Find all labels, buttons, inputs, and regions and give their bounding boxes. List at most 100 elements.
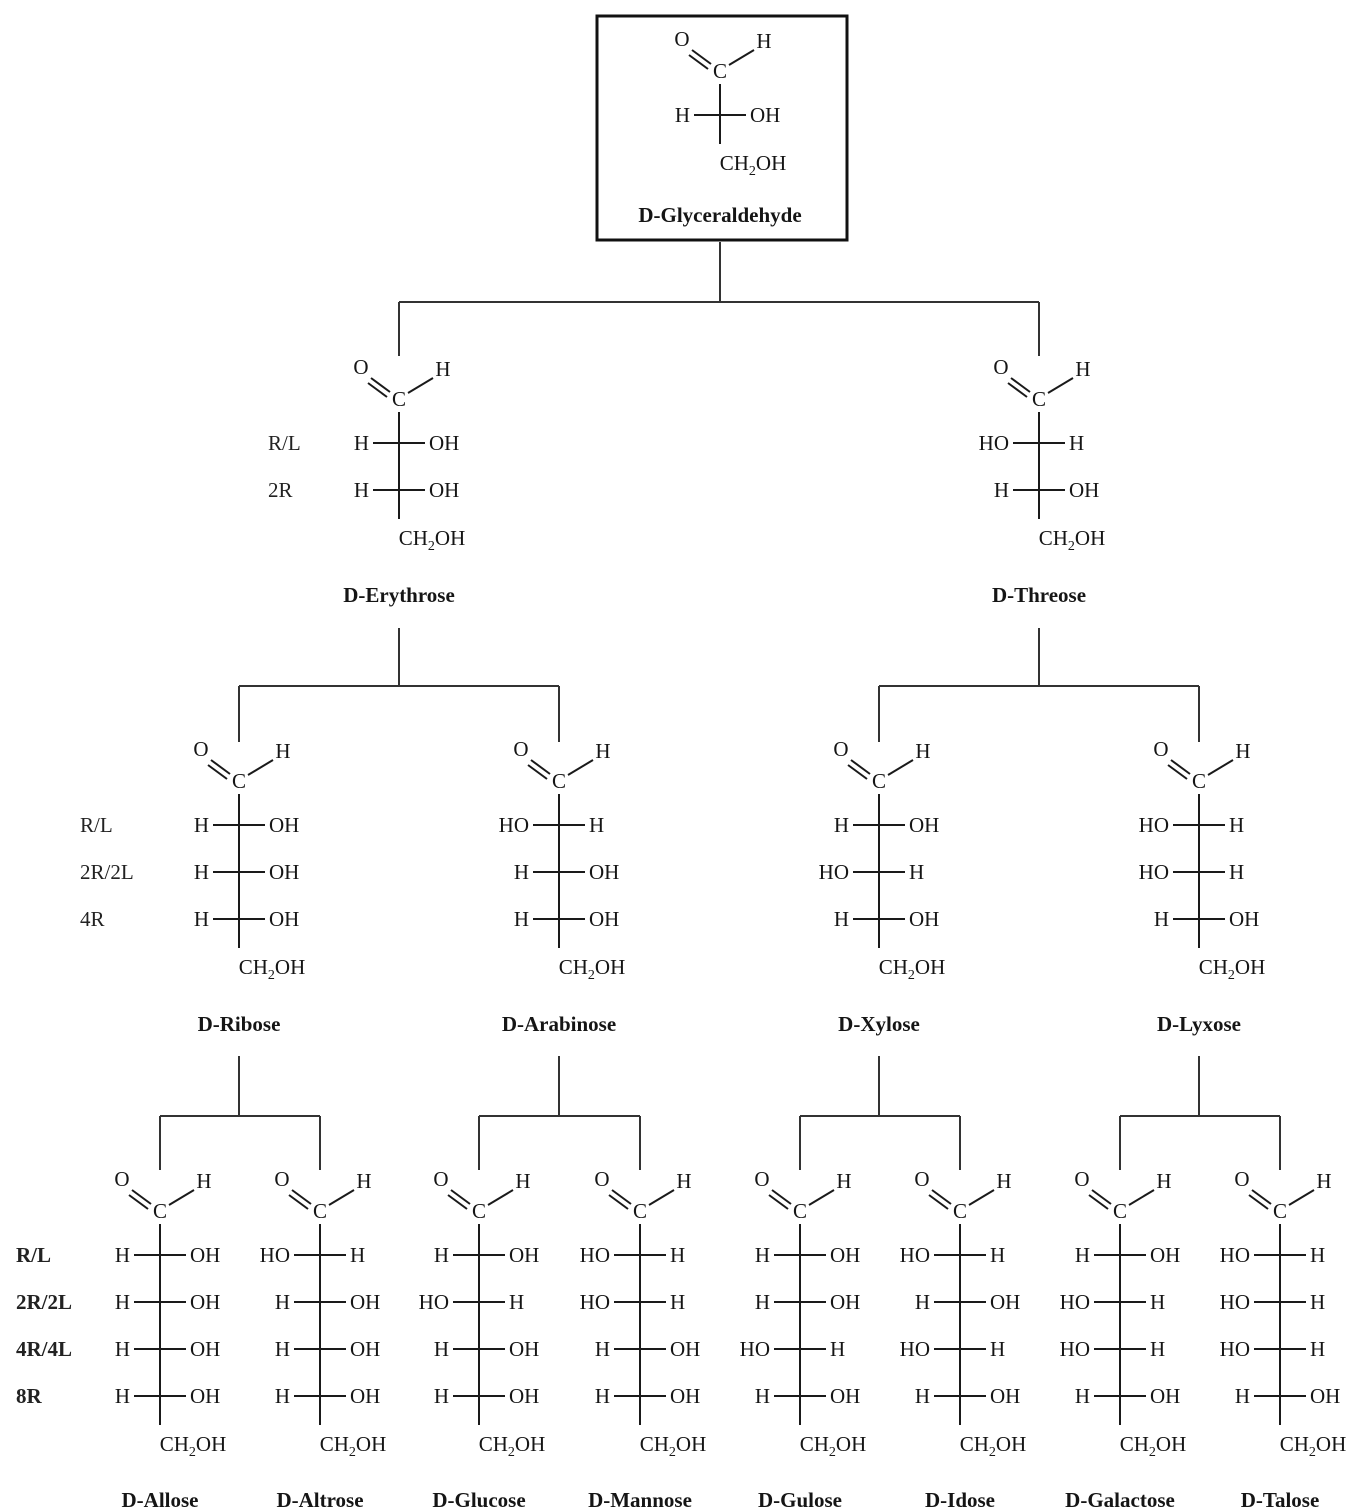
left-substituent: H: [1154, 907, 1169, 931]
right-substituent: H: [1150, 1290, 1165, 1314]
left-substituent: H: [595, 1384, 610, 1408]
left-substituent: H: [115, 1384, 130, 1408]
double-bond: [367, 382, 388, 398]
right-substituent: H: [830, 1337, 845, 1361]
aldehyde-carbon: C: [713, 59, 727, 83]
right-substituent: OH: [509, 1243, 539, 1267]
right-substituent: OH: [589, 907, 619, 931]
right-substituent: OH: [269, 813, 299, 837]
sugar-name: D-Glyceraldehyde: [638, 203, 801, 227]
configuration-label: 2R/2L: [80, 860, 134, 884]
left-substituent: H: [115, 1337, 130, 1361]
double-bond: [207, 764, 228, 780]
right-substituent: H: [509, 1290, 524, 1314]
ch2oh-group: CH2OH: [1120, 1432, 1187, 1460]
aldehyde-oxygen: O: [674, 27, 689, 51]
left-substituent: HO: [1139, 860, 1169, 884]
double-bond: [128, 1194, 149, 1210]
double-bond: [1088, 1194, 1109, 1210]
single-bond: [728, 49, 755, 66]
left-substituent: HO: [1220, 1337, 1250, 1361]
sugar-name: D-Xylose: [838, 1012, 920, 1036]
aldehyde-oxygen: O: [433, 1167, 448, 1191]
double-bond: [608, 1194, 629, 1210]
ch2oh-group: CH2OH: [160, 1432, 227, 1460]
ch2oh-group: CH2OH: [960, 1432, 1027, 1460]
sugar-name: D-Arabinose: [502, 1012, 616, 1036]
left-substituent: HO: [499, 813, 529, 837]
configuration-label: 2R/2L: [16, 1290, 72, 1314]
double-bond: [688, 54, 709, 70]
left-substituent: H: [194, 860, 209, 884]
aldehyde-carbon: C: [552, 769, 566, 793]
single-bond: [808, 1189, 835, 1206]
sugar-name: D-Mannose: [588, 1488, 692, 1512]
double-bond: [611, 1189, 632, 1205]
aldehyde-carbon: C: [1113, 1199, 1127, 1223]
right-substituent: OH: [509, 1337, 539, 1361]
single-bond: [1288, 1189, 1315, 1206]
ch2oh-group: CH2OH: [399, 526, 466, 554]
single-bond: [168, 1189, 195, 1206]
double-bond: [1010, 377, 1031, 393]
configuration-label: R/L: [80, 813, 113, 837]
left-substituent: H: [994, 478, 1009, 502]
left-substituent: HO: [900, 1243, 930, 1267]
left-substituent: HO: [1060, 1337, 1090, 1361]
aldehyde-hydrogen: H: [1316, 1169, 1331, 1193]
aldehyde-hydrogen: H: [915, 739, 930, 763]
aldehyde-carbon: C: [633, 1199, 647, 1223]
right-substituent: OH: [350, 1384, 380, 1408]
aldehyde-hydrogen: H: [356, 1169, 371, 1193]
right-substituent: OH: [190, 1290, 220, 1314]
left-substituent: H: [514, 860, 529, 884]
double-bond: [847, 764, 868, 780]
sugar-name: D-Galactose: [1065, 1488, 1175, 1512]
left-substituent: H: [514, 907, 529, 931]
double-bond: [288, 1194, 309, 1210]
right-substituent: H: [1310, 1243, 1325, 1267]
left-substituent: H: [1235, 1384, 1250, 1408]
aldehyde-oxygen: O: [353, 355, 368, 379]
double-bond: [450, 1189, 471, 1205]
right-substituent: OH: [509, 1384, 539, 1408]
aldehyde-oxygen: O: [193, 737, 208, 761]
double-bond: [447, 1194, 468, 1210]
right-substituent: H: [670, 1243, 685, 1267]
ch2oh-group: CH2OH: [320, 1432, 387, 1460]
right-substituent: H: [990, 1243, 1005, 1267]
right-substituent: H: [1310, 1337, 1325, 1361]
sugar-name: D-Lyxose: [1157, 1012, 1241, 1036]
left-substituent: H: [595, 1337, 610, 1361]
right-substituent: OH: [589, 860, 619, 884]
ch2oh-group: CH2OH: [239, 955, 306, 983]
aldehyde-carbon: C: [153, 1199, 167, 1223]
left-substituent: H: [675, 103, 690, 127]
left-substituent: H: [1075, 1243, 1090, 1267]
left-substituent: HO: [740, 1337, 770, 1361]
left-substituent: HO: [260, 1243, 290, 1267]
ch2oh-group: CH2OH: [1280, 1432, 1347, 1460]
aldehyde-carbon: C: [1192, 769, 1206, 793]
aldehyde-hydrogen: H: [515, 1169, 530, 1193]
aldehyde-hydrogen: H: [756, 29, 771, 53]
aldehyde-carbon: C: [232, 769, 246, 793]
aldehyde-oxygen: O: [993, 355, 1008, 379]
single-bond: [648, 1189, 675, 1206]
right-substituent: H: [1310, 1290, 1325, 1314]
right-substituent: OH: [350, 1290, 380, 1314]
right-substituent: OH: [909, 813, 939, 837]
aldehyde-hydrogen: H: [676, 1169, 691, 1193]
aldehyde-hydrogen: H: [435, 357, 450, 381]
sugar-name: D-Erythrose: [343, 583, 455, 607]
left-substituent: HO: [419, 1290, 449, 1314]
single-bond: [968, 1189, 995, 1206]
double-bond: [527, 764, 548, 780]
aldehyde-oxygen: O: [513, 737, 528, 761]
